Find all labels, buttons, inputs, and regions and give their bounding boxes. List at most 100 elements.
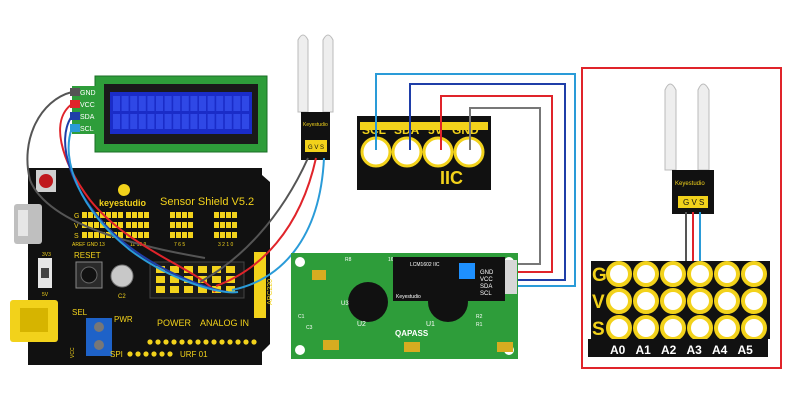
lcd-char-cell xyxy=(138,96,146,111)
iic-hole xyxy=(391,136,423,168)
zoom-hole xyxy=(633,261,659,287)
reset-label: RESET xyxy=(74,251,101,260)
shield-analog-pin xyxy=(184,286,193,293)
iic-wires xyxy=(375,73,576,287)
header-pin xyxy=(155,339,161,345)
sensor-small-pins: G V S xyxy=(308,145,324,151)
zoom-hole xyxy=(687,288,713,314)
digital-pin xyxy=(226,222,231,228)
lcm-pin-sda: SDA xyxy=(480,284,492,290)
lcd-char-cell xyxy=(121,114,129,129)
vcc-label: VCC xyxy=(70,347,76,358)
c3-label: C3 xyxy=(306,325,313,331)
zoom-row-label: G xyxy=(592,265,607,286)
header-pin xyxy=(227,339,233,345)
lcd-char-cell xyxy=(224,114,232,129)
zoom-hole xyxy=(606,315,632,341)
lcd-char-cell xyxy=(130,114,138,129)
shield-analog-pin xyxy=(226,286,235,293)
zoom-hole xyxy=(606,288,632,314)
digital-pin xyxy=(220,232,225,238)
zoom-col-label: A5 xyxy=(738,343,754,357)
header-pin xyxy=(135,351,141,357)
digital-pin xyxy=(170,222,175,228)
digital-pin xyxy=(176,212,181,218)
digital-pin xyxy=(214,222,219,228)
lcm-model: LCM1602 IIC xyxy=(410,262,440,268)
lcd-char-cell xyxy=(216,96,224,111)
digital-pin xyxy=(188,222,193,228)
header-pin xyxy=(203,339,209,345)
chip-u3: U3 xyxy=(341,301,349,307)
zoom-hole xyxy=(660,288,686,314)
digital-pin xyxy=(144,222,149,228)
sel-label: SEL xyxy=(72,308,88,317)
lcd-char-cell xyxy=(242,96,249,111)
header-pin xyxy=(179,339,185,345)
digital-pin xyxy=(138,222,143,228)
header-pin xyxy=(251,339,257,345)
lcd-back-16: 16 xyxy=(388,257,394,263)
digital-pin xyxy=(118,222,123,228)
lcd-back-r8: R8 xyxy=(345,257,352,263)
apc-label: APC220 xyxy=(267,279,274,305)
analog-in-label: ANALOG IN xyxy=(200,318,249,328)
header-pin xyxy=(151,351,157,357)
label-5v: 5V xyxy=(42,292,49,298)
lcd-char-cell xyxy=(207,114,215,129)
iic-pin-5v: 5V xyxy=(428,123,443,137)
header-pin xyxy=(219,339,225,345)
lcd-char-cell xyxy=(199,96,206,111)
lcd-char-cell xyxy=(156,96,163,111)
zoom-hole xyxy=(660,315,686,341)
zoom-row-labels: GVS xyxy=(592,265,607,340)
digital-pin xyxy=(176,232,181,238)
digital-pin xyxy=(170,212,175,218)
digital-pin xyxy=(94,222,99,228)
digital-pin xyxy=(118,232,123,238)
digital-pin xyxy=(88,212,93,218)
digital-pin xyxy=(144,232,149,238)
zoom-row-label: V xyxy=(592,292,605,313)
lcd-char-cell xyxy=(233,114,241,129)
digital-pin xyxy=(232,212,237,218)
lcd-char-cell xyxy=(173,114,181,129)
lcd-pin-gnd: GND xyxy=(80,90,96,97)
zoom-hole xyxy=(741,288,767,314)
dig-nums-b: 7 6 5 xyxy=(174,242,185,248)
zoom-hole xyxy=(633,288,659,314)
soil-sensor-large: Keyestudio G V S xyxy=(664,83,714,214)
qapass-label: QAPASS xyxy=(395,329,429,338)
digital-pin xyxy=(232,232,237,238)
zoom-row-label: S xyxy=(592,319,605,340)
urf-label: URF 01 xyxy=(180,350,208,359)
iic-pin-scl: SCL xyxy=(362,123,386,137)
digital-pin xyxy=(226,212,231,218)
lcd-pin-sda: SDA xyxy=(80,114,95,121)
digital-pin xyxy=(132,212,137,218)
sensor-large-brand: Keyestudio xyxy=(675,181,705,187)
lcd-front: GND VCC SDA SCL xyxy=(70,75,268,153)
lcm-pin-gnd: GND xyxy=(480,270,494,276)
iic-adapter: SCL SDA 5V GND IIC xyxy=(357,116,491,190)
lcm-pin-vcc: VCC xyxy=(480,277,493,283)
dig-nums-c: 3 2 1 0 xyxy=(218,242,234,248)
lcd-char-cell xyxy=(224,96,232,111)
digital-pin xyxy=(226,232,231,238)
digital-pin xyxy=(182,212,187,218)
digital-pin xyxy=(118,212,123,218)
sensor-small-wires xyxy=(199,157,325,291)
sensor-shield: keyestudio Sensor Shield V5.2 G V S AREF… xyxy=(10,168,274,365)
zoom-col-label: A4 xyxy=(712,343,728,357)
lcd-wires xyxy=(26,91,239,294)
digital-pin xyxy=(214,212,219,218)
digital-pin xyxy=(132,222,137,228)
zoom-hole xyxy=(714,261,740,287)
lcd-char-cell xyxy=(199,114,206,129)
r2-label: R2 xyxy=(476,314,483,320)
lcd-char-cell xyxy=(147,114,155,129)
shield-analog-pin xyxy=(156,276,165,283)
shield-analog-pin xyxy=(198,286,207,293)
